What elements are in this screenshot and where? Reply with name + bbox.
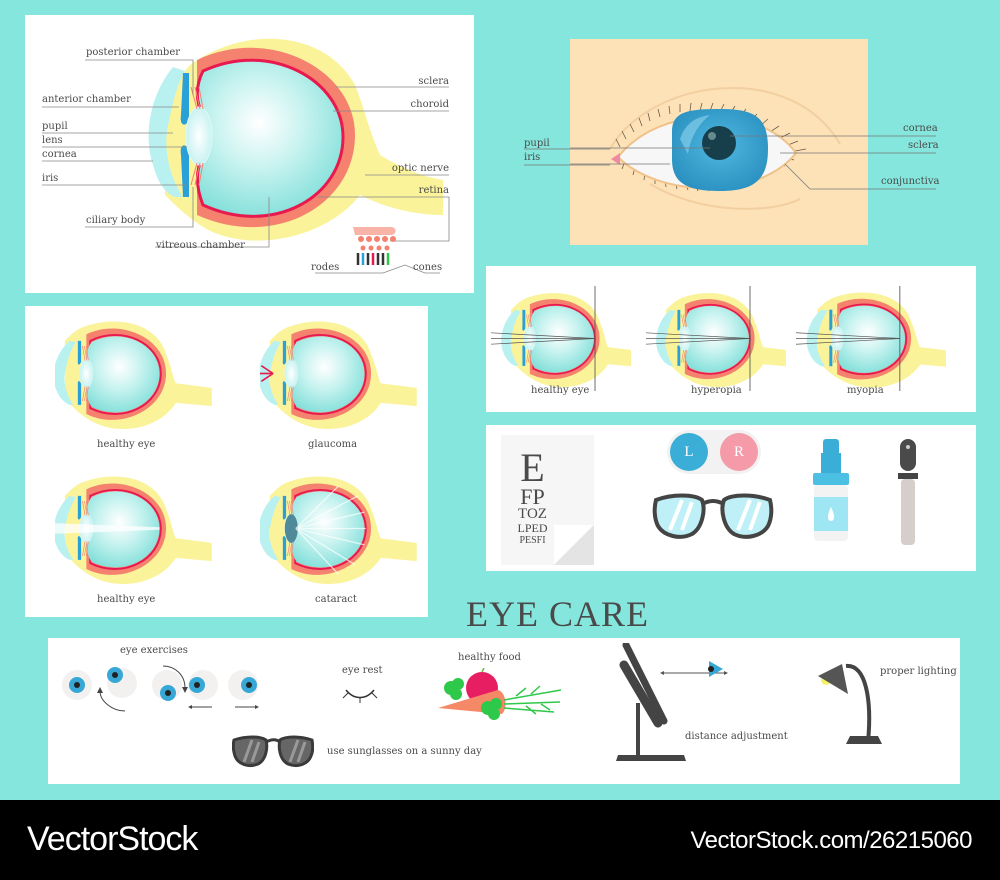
ophthalmoscope-icon xyxy=(898,439,918,545)
tip-sunglasses-label: use sunglasses on a sunny day xyxy=(327,746,482,757)
label-cones: cones xyxy=(413,262,443,273)
label-posterior-chamber: posterior chamber xyxy=(86,47,181,58)
tip-eye-exercises-label: eye exercises xyxy=(120,645,188,656)
sunglasses-icon xyxy=(232,735,314,768)
label-ciliary-body: ciliary body xyxy=(86,215,146,226)
eye-chart: E FP TOZ LPED PESFI xyxy=(501,435,594,565)
label-iris-external: iris xyxy=(524,152,541,163)
caption-healthy-eye-1: healthy eye xyxy=(97,439,156,450)
chart-row-1: E xyxy=(520,445,545,490)
pressure-arrows-icon xyxy=(260,364,274,383)
external-eye-panel xyxy=(570,39,868,245)
myopia-illustration xyxy=(796,286,946,391)
caption-myopia: myopia xyxy=(847,385,884,396)
tip-healthy-food-label: healthy food xyxy=(458,652,521,663)
lens-right: R xyxy=(720,433,758,471)
label-vitreous-chamber: vitreous chamber xyxy=(156,240,245,251)
healthy-eye-light-illustration xyxy=(55,475,213,585)
care-panel: eye exercises eye rest healthy food dist xyxy=(48,638,960,784)
contact-lens-case: L R xyxy=(667,430,761,474)
tools-panel: E FP TOZ LPED PESFI L R xyxy=(486,425,976,571)
label-sclera: sclera xyxy=(418,76,449,87)
viewer-eye-icon xyxy=(708,661,723,677)
chart-row-4: LPED xyxy=(517,521,548,535)
external-eye-illustration xyxy=(570,87,868,210)
label-sclera-external: sclera xyxy=(908,140,939,151)
lens-left: L xyxy=(670,433,708,471)
tip-eye-rest-label: eye rest xyxy=(342,665,383,676)
conditions-panel: healthy eye glaucoma healthy eye catarac… xyxy=(25,306,428,617)
hyperopia-illustration xyxy=(646,286,786,391)
label-cornea: cornea xyxy=(42,149,77,160)
eye-exercises-illustration xyxy=(62,665,259,712)
healthy-eye-illustration xyxy=(55,320,213,430)
brand-logo: VectorStock xyxy=(27,820,198,858)
tip-lighting-label: proper lighting xyxy=(880,666,957,677)
leader-lines xyxy=(570,135,868,190)
label-rodes: rodes xyxy=(311,262,340,273)
caruncle xyxy=(611,153,620,165)
label-iris: iris xyxy=(42,173,59,184)
label-cornea-external: cornea xyxy=(903,123,938,134)
label-anterior-chamber: anterior chamber xyxy=(42,94,131,105)
label-pupil-external: pupil xyxy=(524,138,550,149)
caption-hyperopia: hyperopia xyxy=(691,385,742,396)
chart-row-5: PESFI xyxy=(519,535,546,546)
eye-drops-icon xyxy=(813,439,849,541)
tip-distance-label: distance adjustment xyxy=(685,731,788,742)
cornea-shape xyxy=(148,67,185,197)
iris-upper-shape xyxy=(180,73,189,125)
chart-row-2: FP xyxy=(520,484,545,509)
glasses-icon xyxy=(652,493,774,539)
caption-healthy-eye-2: healthy eye xyxy=(97,594,156,605)
label-conjunctiva: conjunctiva xyxy=(881,176,940,187)
footer-bar: VectorStock VectorStock.com/26215060 xyxy=(0,800,1000,880)
label-retina: retina xyxy=(418,185,449,196)
label-optic-nerve: optic nerve xyxy=(391,163,449,174)
closed-eye-icon xyxy=(342,689,378,703)
healthy-food-illustration xyxy=(438,668,562,720)
source-url: VectorStock.com/26215060 xyxy=(690,827,972,854)
label-choroid: choroid xyxy=(410,99,449,110)
iris-lower-shape xyxy=(180,145,189,197)
caption-healthy-eye-refraction: healthy eye xyxy=(531,385,590,396)
external-eye-leader-overlay xyxy=(524,135,936,190)
chart-row-3: TOZ xyxy=(518,506,547,522)
cataract-illustration xyxy=(260,475,418,585)
ciliary-fibers xyxy=(190,86,204,186)
glaucoma-illustration xyxy=(260,320,418,430)
eye-cross-section-illustration xyxy=(42,38,450,274)
label-lens: lens xyxy=(42,135,63,146)
label-pupil: pupil xyxy=(42,121,68,132)
page-title: EYE CARE xyxy=(466,594,649,634)
photoreceptor-cells-illustration xyxy=(353,227,396,265)
lens-shape xyxy=(185,106,213,166)
caption-glaucoma: glaucoma xyxy=(308,439,358,450)
monitor-distance-illustration xyxy=(616,643,728,761)
healthy-eye-refraction-illustration xyxy=(491,286,631,391)
caption-cataract: cataract xyxy=(315,594,357,605)
anatomy-panel: posterior chamber anterior chamber pupil… xyxy=(25,15,474,293)
refraction-panel: healthy eye hyperopia myopia xyxy=(486,266,976,412)
desk-lamp-icon xyxy=(818,664,882,744)
leader-lines xyxy=(42,59,450,274)
